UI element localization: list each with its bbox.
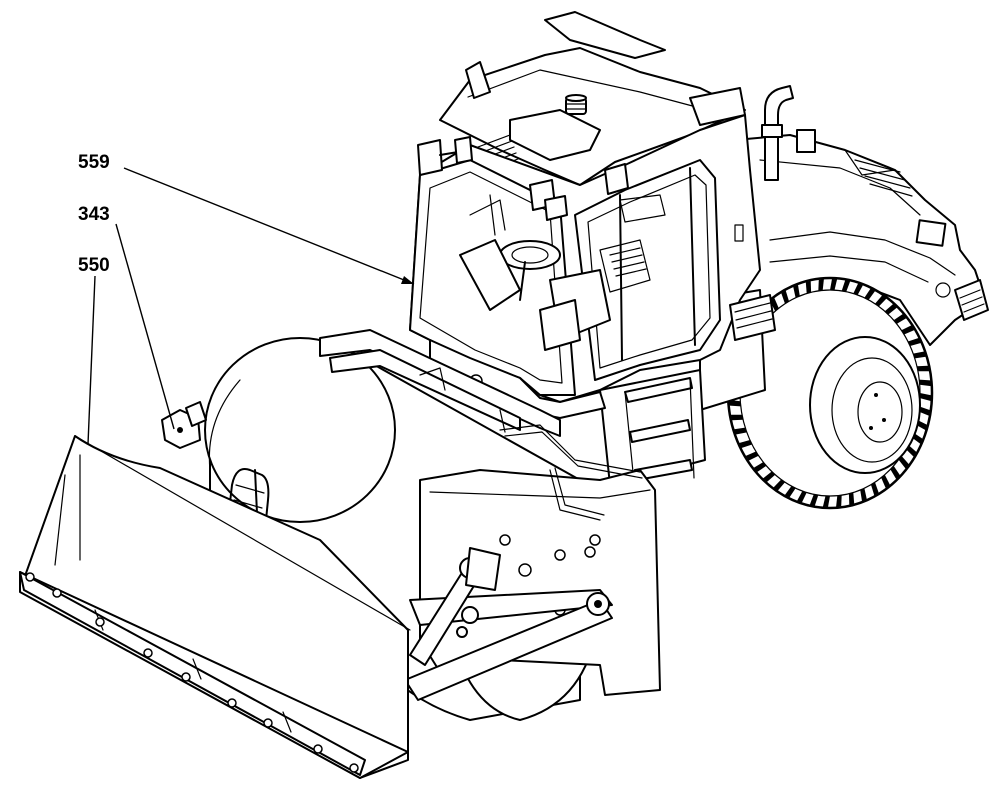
steering-wheel-icon bbox=[499, 240, 561, 270]
cab bbox=[409, 11, 776, 419]
bolt-hole bbox=[25, 572, 35, 582]
callout-labels: 559 343 550 bbox=[78, 152, 110, 276]
tread-block bbox=[830, 279, 838, 291]
tread-block bbox=[797, 491, 807, 503]
tread-block bbox=[918, 406, 930, 416]
bolt-hole bbox=[52, 588, 62, 598]
tread-block bbox=[753, 462, 767, 472]
rear-light bbox=[915, 219, 947, 247]
drum-frame bbox=[404, 424, 661, 701]
tread-block bbox=[919, 393, 931, 401]
callout-550: 550 bbox=[78, 255, 110, 276]
tread-block bbox=[907, 338, 921, 346]
tread-block bbox=[763, 471, 776, 482]
dozer-blade bbox=[19, 401, 411, 779]
bolt-hole bbox=[349, 763, 359, 773]
tread-block bbox=[875, 295, 887, 307]
blade-bolts bbox=[25, 572, 359, 773]
tread-block bbox=[848, 492, 855, 505]
tread-block bbox=[898, 455, 909, 469]
bolt-hole bbox=[143, 648, 153, 658]
tread-block bbox=[916, 365, 930, 372]
step-ladder bbox=[624, 377, 695, 493]
tread-block bbox=[864, 288, 876, 300]
tread-block bbox=[822, 495, 830, 507]
tread-block bbox=[773, 479, 785, 491]
tread-block bbox=[841, 280, 851, 292]
bolt-hole bbox=[181, 672, 191, 682]
leader-343 bbox=[115, 223, 175, 430]
bolt-hole bbox=[263, 718, 273, 728]
left-mirror bbox=[417, 136, 473, 176]
callout-559: 559 bbox=[78, 152, 110, 173]
tread-block bbox=[745, 451, 759, 461]
tread-block bbox=[818, 279, 824, 291]
leader-550 bbox=[87, 275, 96, 445]
tread-block bbox=[884, 304, 897, 315]
tread-block bbox=[901, 325, 915, 335]
tread-block bbox=[919, 379, 931, 387]
tread-block bbox=[730, 414, 744, 421]
tread-block bbox=[793, 284, 800, 298]
leader-559 bbox=[123, 167, 415, 285]
drum-face bbox=[204, 337, 396, 523]
tread-block bbox=[805, 281, 812, 294]
exhaust-pipe bbox=[761, 85, 816, 181]
tread-block bbox=[836, 495, 842, 507]
bolt-hole bbox=[313, 744, 323, 754]
blade-cutting-edge bbox=[19, 571, 409, 779]
bolt-hole bbox=[95, 617, 105, 627]
operator-station bbox=[459, 194, 666, 351]
callout-343: 343 bbox=[78, 204, 110, 225]
tread-block bbox=[781, 290, 789, 304]
tread-block bbox=[881, 474, 890, 489]
tread-block bbox=[853, 283, 863, 295]
push-arm-lower bbox=[404, 599, 613, 701]
front-work-lights bbox=[529, 163, 629, 221]
tread-block bbox=[860, 488, 867, 502]
tread-block bbox=[893, 314, 907, 324]
tread-block bbox=[729, 399, 741, 407]
tread-block bbox=[890, 465, 900, 480]
tread-block bbox=[913, 351, 926, 359]
hook-icon bbox=[935, 282, 951, 298]
bolt-hole bbox=[227, 698, 237, 708]
tread-block bbox=[809, 494, 819, 506]
tread-block bbox=[734, 427, 747, 435]
hood-grille bbox=[854, 159, 913, 197]
beacon-light-icon bbox=[565, 94, 587, 115]
tread-block bbox=[770, 297, 779, 312]
roof-panel bbox=[509, 109, 601, 161]
tread-block bbox=[739, 440, 753, 448]
tread-block bbox=[871, 482, 879, 496]
tread-block bbox=[784, 486, 796, 498]
callout-leaders bbox=[87, 167, 415, 445]
